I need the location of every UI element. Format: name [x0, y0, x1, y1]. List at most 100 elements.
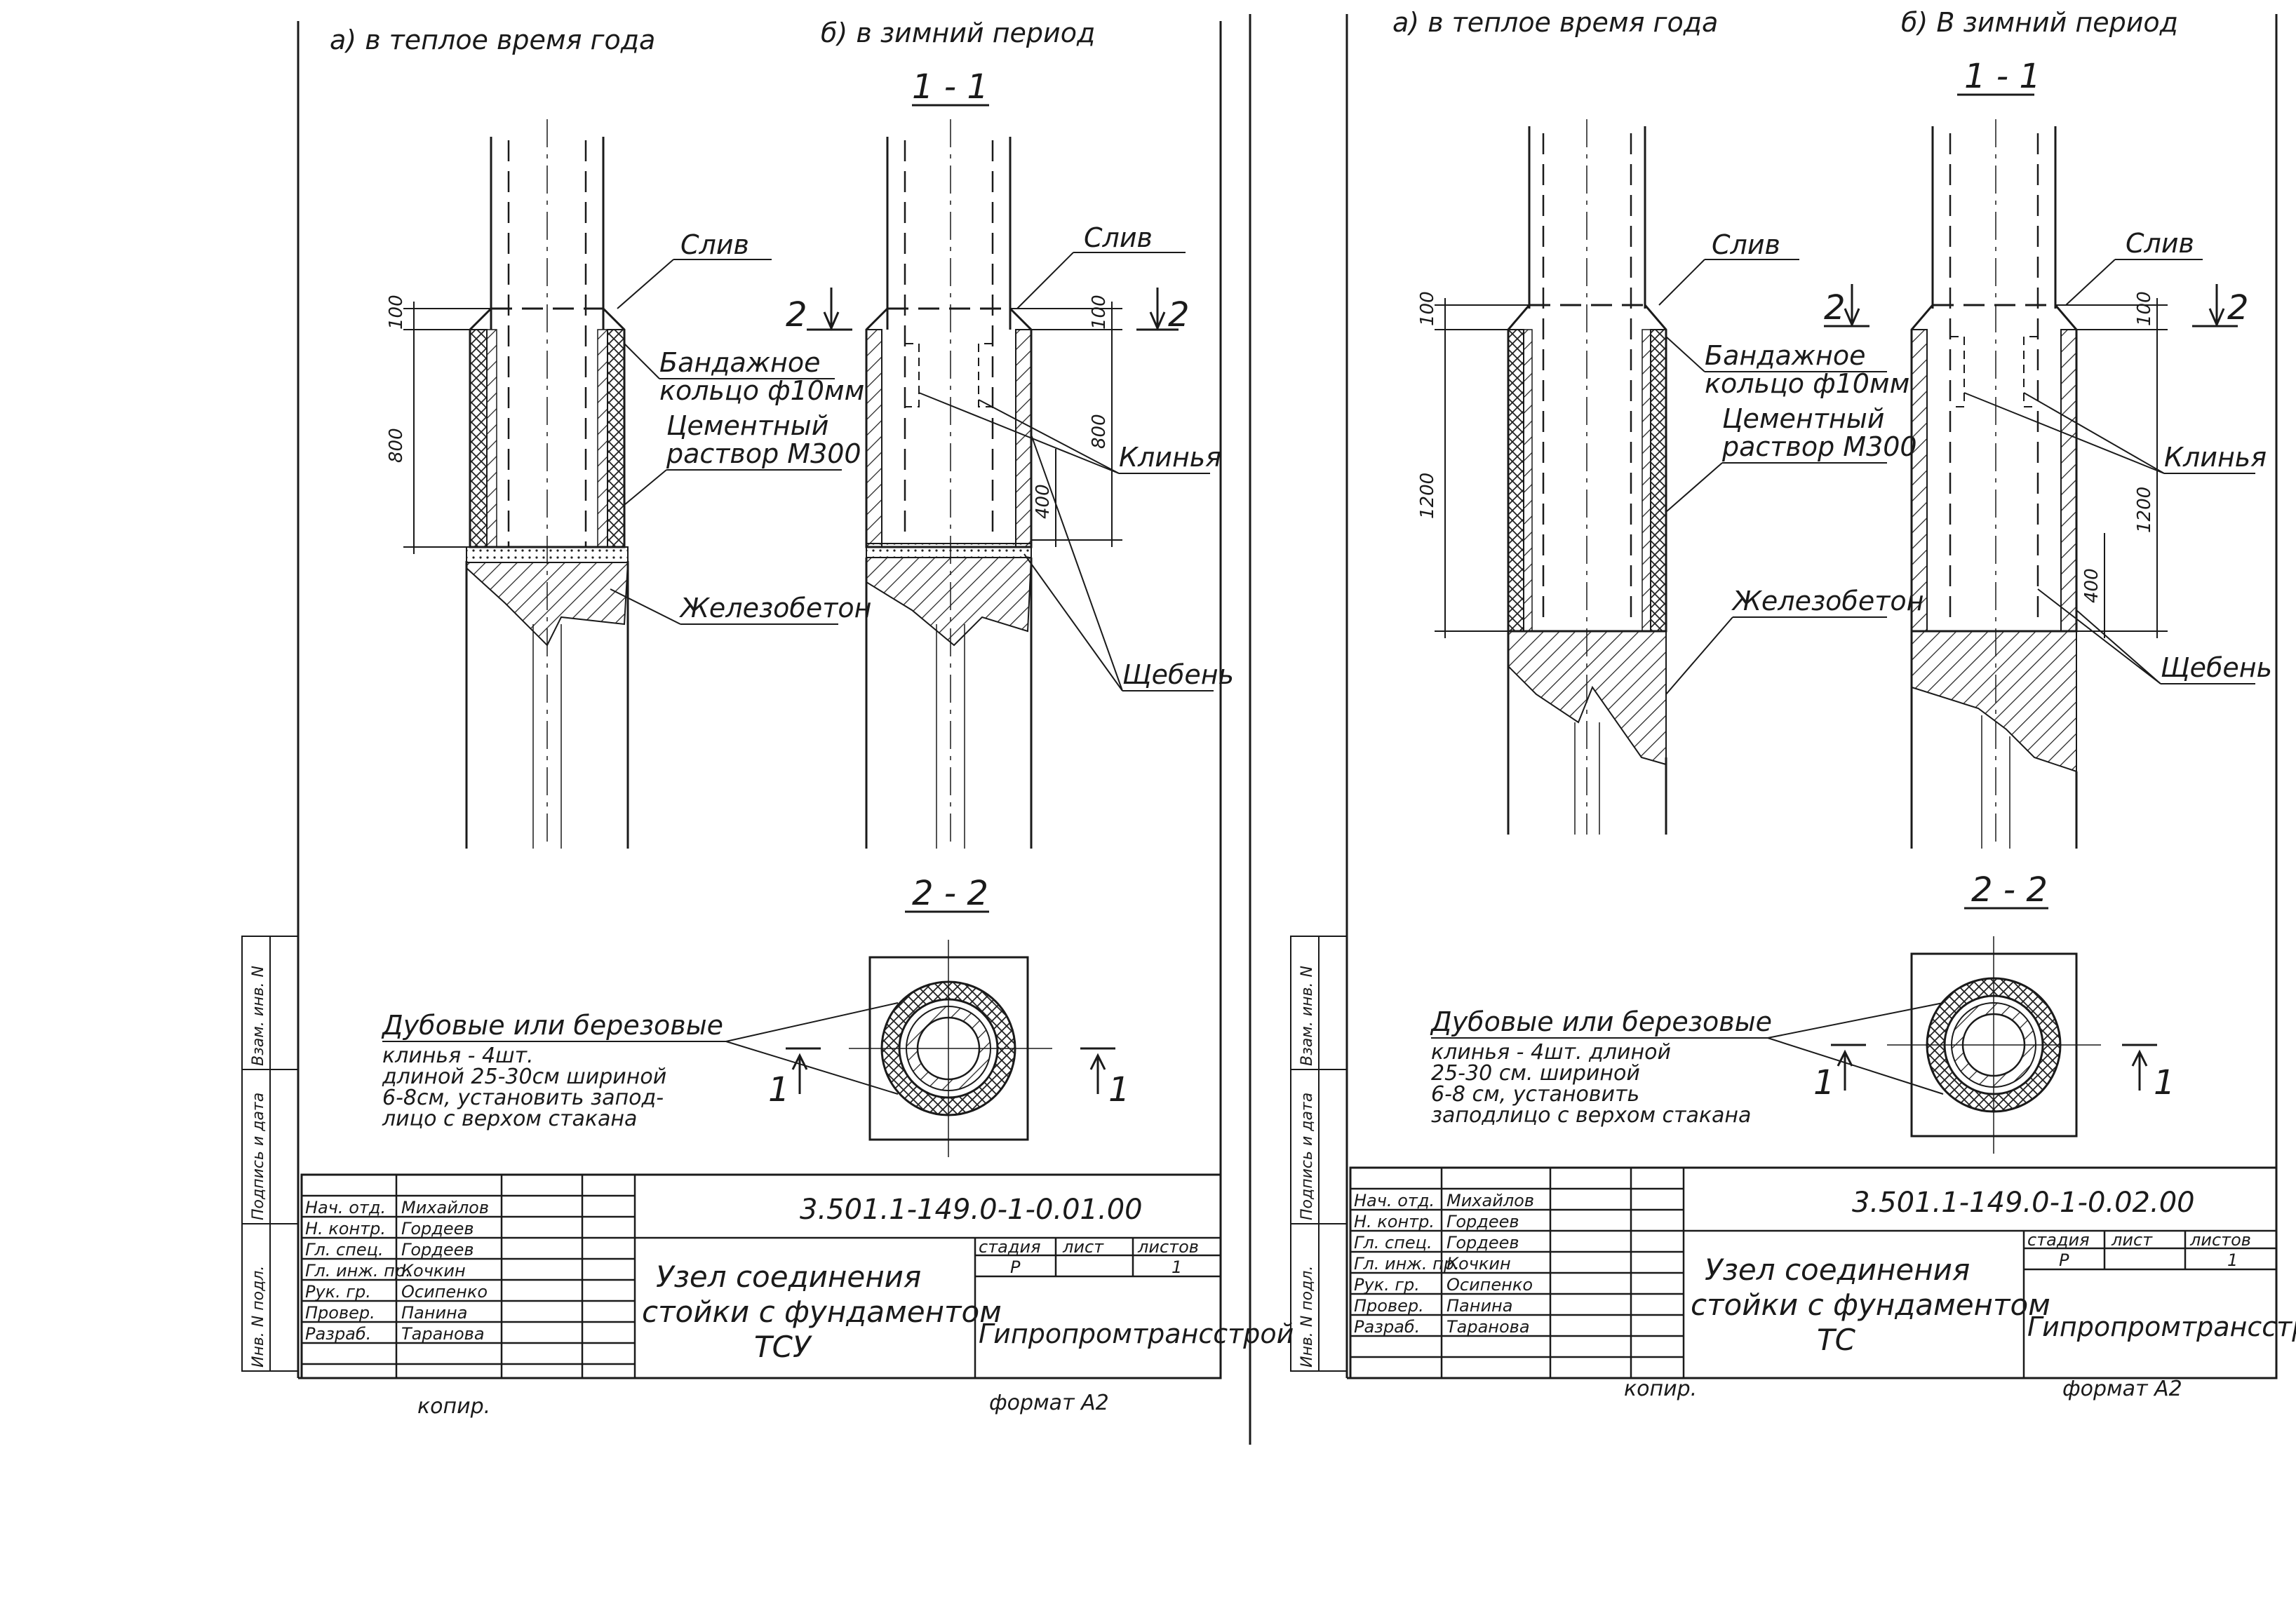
dim-depth-warm: 1200 [1417, 473, 1438, 519]
side-stamp: Инв. N подл. Подпись и дата Взам. инв. N [241, 936, 299, 1372]
tb-name-7: Таранова [401, 1324, 485, 1344]
tb-name-4: Кочкин [401, 1261, 466, 1281]
tb-name-6: Панина [401, 1303, 467, 1323]
section-label-2-2: 2 - 2 [1971, 870, 2048, 910]
tb-sheets-header: листов [1137, 1237, 1199, 1257]
view-mark-right: 1 [2154, 1063, 2175, 1102]
dim-top-winter: 100 [2134, 291, 2155, 326]
note-line-1: Дубовые или березовые [1430, 1006, 1772, 1037]
plan-section-2-2: 2 - 2 1 1 [768, 874, 1130, 1157]
cut-marks-winter: 2 2 [1824, 284, 2249, 328]
tb-role-2: Н. контр. [305, 1219, 386, 1239]
tb-name-3: Гордеев [401, 1240, 474, 1260]
note-line-3: длиной 25-30см шириной [382, 1065, 666, 1089]
wedge-note: Дубовые или березовые клинья - 4шт. длин… [1430, 1002, 1944, 1128]
label-wedges: Клинья [1119, 442, 1221, 473]
dim-top-warm: 100 [1417, 291, 1438, 326]
format-label: формат А2 [2062, 1377, 2182, 1401]
note-line-3: 25-30 см. шириной [1431, 1061, 1640, 1086]
label-concrete-warm: Железобетон [1731, 586, 1924, 616]
label-sliv-winter: Слив [2126, 228, 2194, 259]
tb-name-1: Михайлов [1446, 1191, 1534, 1210]
label-mortar-2: раствор М300 [1721, 431, 1917, 462]
dimensions-winter: 100 800 400 [1010, 295, 1122, 547]
tb-name-5: Осипенко [1446, 1275, 1533, 1295]
tb-role-4: Гл. инж. пр. [305, 1261, 411, 1281]
tb-name-2: Гордеев [1446, 1212, 1519, 1231]
title-block: Нач. отд. Михайлов Н. контр. Гордеев Гл.… [1349, 1166, 2296, 1379]
tb-role-5: Рук. гр. [1354, 1275, 1420, 1295]
cut-mark-left: 2 [786, 295, 807, 335]
tb-name-7: Таранова [1446, 1317, 1530, 1337]
callouts-winter: Слив Клинья Щебень [918, 222, 1234, 691]
tb-sheet-header: лист [2111, 1230, 2153, 1250]
label-gravel: Щебень [1122, 659, 1234, 690]
label-sliv-warm: Слив [1712, 229, 1780, 260]
dim-top-winter: 100 [1089, 295, 1110, 330]
section-label-1-1: 1 - 1 [1964, 57, 2041, 96]
label-ring-2: кольцо ф10мм [659, 375, 864, 406]
label-mortar-1: Цементный [666, 410, 828, 441]
tb-role-3: Гл. спец. [1354, 1233, 1432, 1253]
stamp-sign: Подпись и дата [1298, 1093, 1316, 1220]
label-ring-1: Бандажное [659, 347, 820, 378]
dim-depth-winter: 800 [1089, 414, 1110, 449]
callouts-winter: Слив Клинья Щебень [1963, 228, 2272, 684]
caption-winter: б) В зимний период [1901, 7, 2178, 38]
tb-role-2: Н. контр. [1354, 1212, 1435, 1231]
dimensions-warm: 100 1200 [1417, 291, 1529, 638]
tb-name-2: Гордеев [401, 1219, 474, 1239]
stamp-inv: Инв. N подл. [1298, 1266, 1316, 1368]
tb-title-1: Узел соединения [1705, 1253, 1970, 1287]
view-mark-left: 1 [1813, 1063, 1835, 1102]
tb-title-2: стойки с фундаментом [1691, 1288, 2050, 1322]
stamp-replace: Взам. инв. N [1298, 966, 1316, 1066]
tb-drawing-code: 3.501.1-149.0-1-0.02.00 [1852, 1187, 2195, 1219]
tb-sheets-count: 1 [2227, 1250, 2238, 1270]
tb-sheets-count: 1 [1172, 1257, 1182, 1277]
wedge-note: Дубовые или березовые клинья - 4шт. длин… [381, 1002, 899, 1131]
cut-mark-left: 2 [1824, 288, 1846, 328]
section-label-1-1: 1 - 1 [912, 67, 988, 107]
plan-section-2-2: 2 - 2 1 1 [1813, 870, 2175, 1154]
view-mark-left: 1 [768, 1070, 790, 1109]
dim-depth-warm: 800 [386, 428, 407, 463]
tb-name-4: Кочкин [1446, 1254, 1511, 1274]
tb-role-7: Разраб. [305, 1324, 371, 1344]
label-sliv-warm: Слив [680, 229, 749, 260]
label-ring-2: кольцо ф10мм [1705, 368, 1909, 399]
tb-title-3: ТС [1817, 1323, 1856, 1357]
tb-role-7: Разраб. [1354, 1317, 1420, 1337]
caption-winter: б) в зимний период [821, 18, 1095, 48]
format-label: формат А2 [989, 1391, 1109, 1415]
tb-role-1: Нач. отд. [1354, 1191, 1435, 1210]
view-mark-right: 1 [1108, 1070, 1130, 1109]
tb-organization: Гипропромтрансстрой [2027, 1311, 2296, 1342]
tb-stage: Р [2059, 1250, 2069, 1270]
dimensions-warm: 100 800 [386, 295, 491, 554]
note-line-5: заподлицо с верхом стакана [1431, 1103, 1751, 1128]
tb-name-6: Панина [1446, 1296, 1512, 1316]
label-concrete-warm: Железобетон [679, 593, 871, 623]
tb-stage: Р [1010, 1257, 1021, 1277]
tb-drawing-code: 3.501.1-149.0-1-0.01.00 [800, 1194, 1143, 1226]
tb-name-5: Осипенко [401, 1282, 488, 1302]
dim-wedge-winter: 400 [2081, 568, 2102, 603]
callouts-warm: Слив Бандажное кольцо ф10мм Цементный ра… [1658, 229, 1924, 695]
copied-label: копир. [1624, 1377, 1697, 1401]
tb-sheet-header: лист [1062, 1237, 1104, 1257]
sheet-left: а) в теплое время года б) в зимний перио… [241, 18, 1294, 1419]
side-stamp: Инв. N подл. Подпись и дата Взам. инв. N [1290, 936, 1348, 1372]
copied-label: копир. [417, 1394, 490, 1419]
tb-role-6: Провер. [305, 1303, 375, 1323]
tb-role-3: Гл. спец. [305, 1240, 384, 1260]
stamp-inv: Инв. N подл. [250, 1266, 267, 1368]
title-block: Нач. отд. Михайлов Н. контр. Гордеев Гл.… [300, 1173, 1294, 1379]
dimensions-winter: 100 1200 400 [2055, 291, 2168, 638]
tb-title-2: стойки с фундаментом [642, 1295, 1002, 1329]
column-warm [465, 119, 629, 849]
note-line-5: лицо с верхом стакана [382, 1107, 637, 1131]
cut-mark-right: 2 [1168, 295, 1190, 335]
tb-name-1: Михайлов [401, 1198, 489, 1217]
cut-mark-right: 2 [2227, 288, 2249, 328]
